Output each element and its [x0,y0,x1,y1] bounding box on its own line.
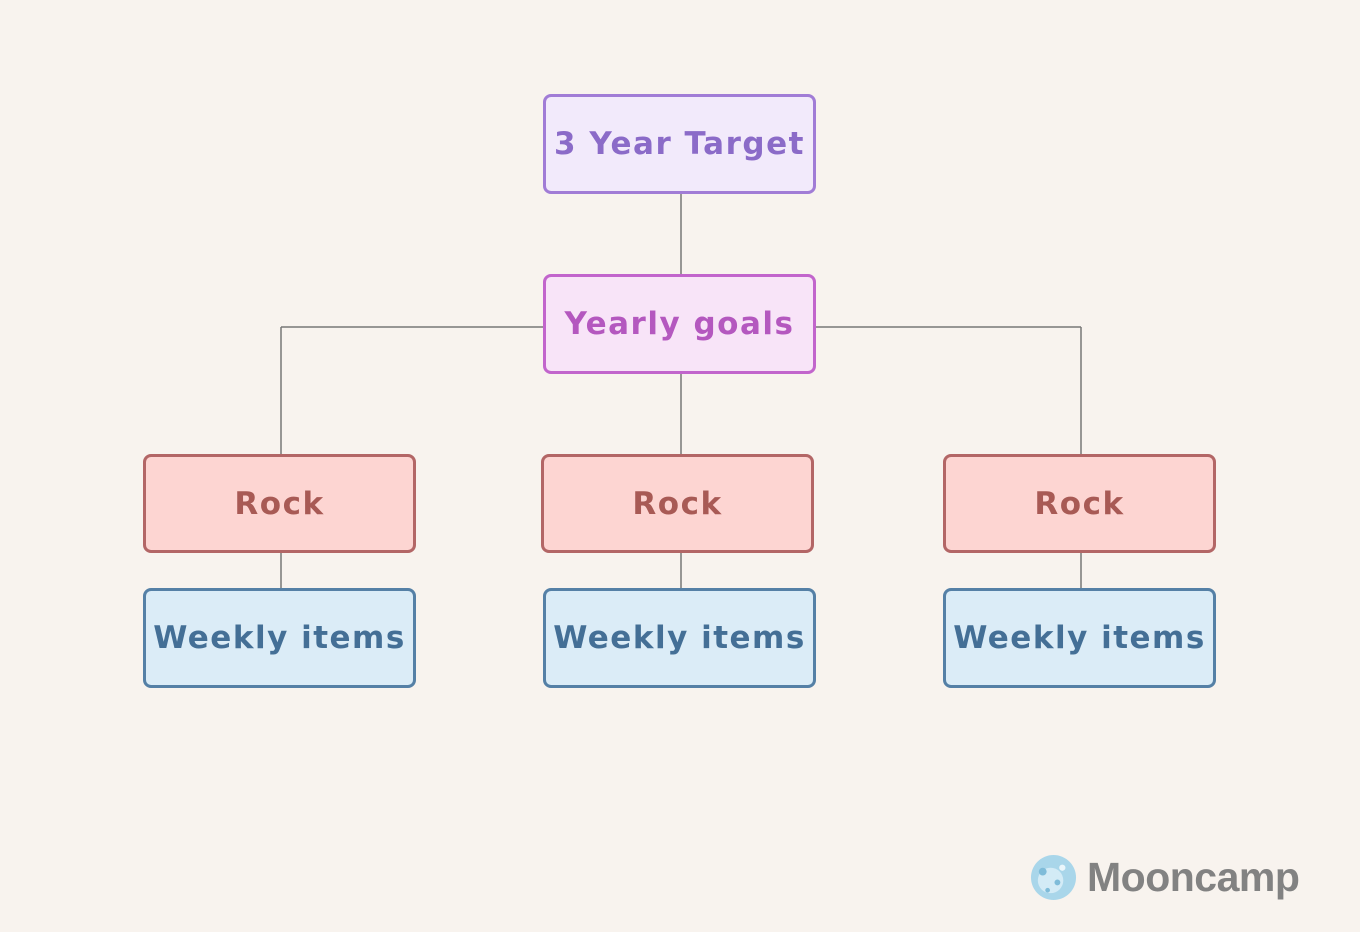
node-weekly-items-1: Weekly items [143,588,416,688]
node-rock-1: Rock [143,454,416,553]
node-label: Rock [1034,485,1125,522]
node-label: 3 Year Target [554,126,805,162]
node-label: Weekly items [153,620,406,656]
moon-icon [1030,854,1077,900]
node-weekly-items-2: Weekly items [543,588,816,688]
node-label: Rock [632,485,723,522]
node-rock-2: Rock [541,454,814,553]
node-label: Yearly goals [564,306,795,342]
node-3-year-target: 3 Year Target [543,94,816,194]
node-label: Rock [234,485,325,522]
logo-text: Mooncamp [1087,853,1300,900]
node-yearly-goals: Yearly goals [543,274,816,374]
node-label: Weekly items [953,620,1206,656]
mooncamp-logo: Mooncamp [1030,851,1300,903]
node-rock-3: Rock [943,454,1216,553]
node-label: Weekly items [553,620,806,656]
node-weekly-items-3: Weekly items [943,588,1216,688]
